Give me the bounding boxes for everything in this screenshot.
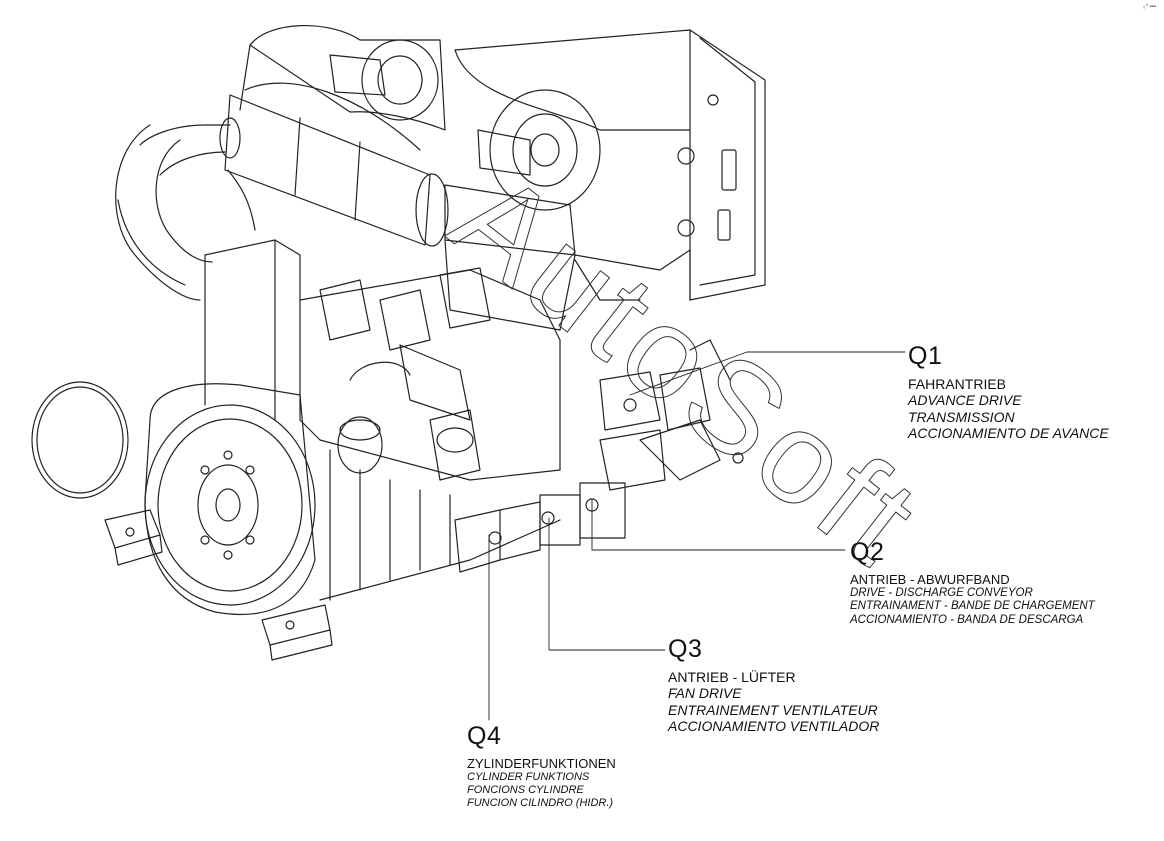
leader-line-q3 (548, 517, 666, 651)
callout-q3-spanish: ACCIONAMIENTO VENTILADOR (668, 718, 880, 735)
radiator-box (454, 29, 766, 301)
flywheel-ring (31, 381, 129, 499)
corner-mark: ₀⁰ ▪▪▪ (1143, 4, 1156, 10)
callout-q1-english: ADVANCE DRIVE (908, 392, 1022, 409)
callout-q4-german: ZYLINDERFUNKTIONEN (467, 755, 616, 771)
callout-q2-code: Q2 (850, 538, 885, 566)
upper-fan-housing (239, 25, 446, 131)
air-filter (224, 82, 449, 247)
callout-q1-german: FAHRANTRIEB (908, 375, 1007, 392)
callout-q4-code: Q4 (467, 722, 502, 750)
fan-shroud (444, 184, 691, 331)
callout-q1-spanish: ACCIONAMIENTO DE AVANCE (908, 425, 1109, 442)
callout-q4-english: CYLINDER FUNKTIONS (467, 770, 590, 783)
leader-line-q1 (629, 351, 906, 396)
callout-q2-french: ENTRAINAMENT - BANDE DE CHARGEMENT (850, 600, 1095, 613)
callout-q4: Q4 ZYLINDERFUNKTIONEN CYLINDER FUNKTIONS… (467, 722, 616, 810)
fuel-pump-area (319, 267, 491, 481)
callout-q3-english: FAN DRIVE (668, 685, 742, 702)
watermark: AutoSoft (426, 142, 948, 595)
callout-q2-english: DRIVE - DISCHARGE CONVEYOR (850, 586, 1033, 599)
leader-lines (488, 351, 906, 721)
callout-q2: Q2 ANTRIEB - ABWURFBAND DRIVE - DISCHARG… (850, 538, 1095, 628)
callout-q4-spanish: FUNCION CILINDRO (HIDR.) (467, 796, 614, 809)
callout-q1-code: Q1 (908, 342, 943, 370)
callout-q1: Q1 FAHRANTRIEB ADVANCE DRIVE TRANSMISSIO… (908, 342, 1109, 442)
callout-q2-spanish: ACCIONAMIENTO - BANDA DE DESCARGA (850, 613, 1084, 626)
callout-q4-french: FONCIONS CYLINDRE (467, 783, 584, 796)
svg-text:AutoSoft: AutoSoft (427, 143, 948, 595)
leader-line-q2 (591, 499, 846, 551)
callout-q3: Q3 ANTRIEB - LÜFTER FAN DRIVE ENTRAINEME… (668, 635, 879, 735)
engine-block (204, 239, 561, 601)
hydraulic-pump-stack (454, 339, 744, 573)
callout-q3-code: Q3 (668, 635, 703, 663)
callout-q2-german: ANTRIEB - ABWURFBAND (850, 571, 1010, 587)
engine-mounts (104, 509, 333, 661)
intake-pipe (115, 117, 241, 301)
callout-q3-german: ANTRIEB - LÜFTER (668, 668, 796, 685)
flywheel-housing (144, 383, 316, 615)
callout-q1-french: TRANSMISSION (908, 408, 1015, 425)
callout-q3-french: ENTRAINEMENT VENTILATEUR (668, 701, 878, 718)
